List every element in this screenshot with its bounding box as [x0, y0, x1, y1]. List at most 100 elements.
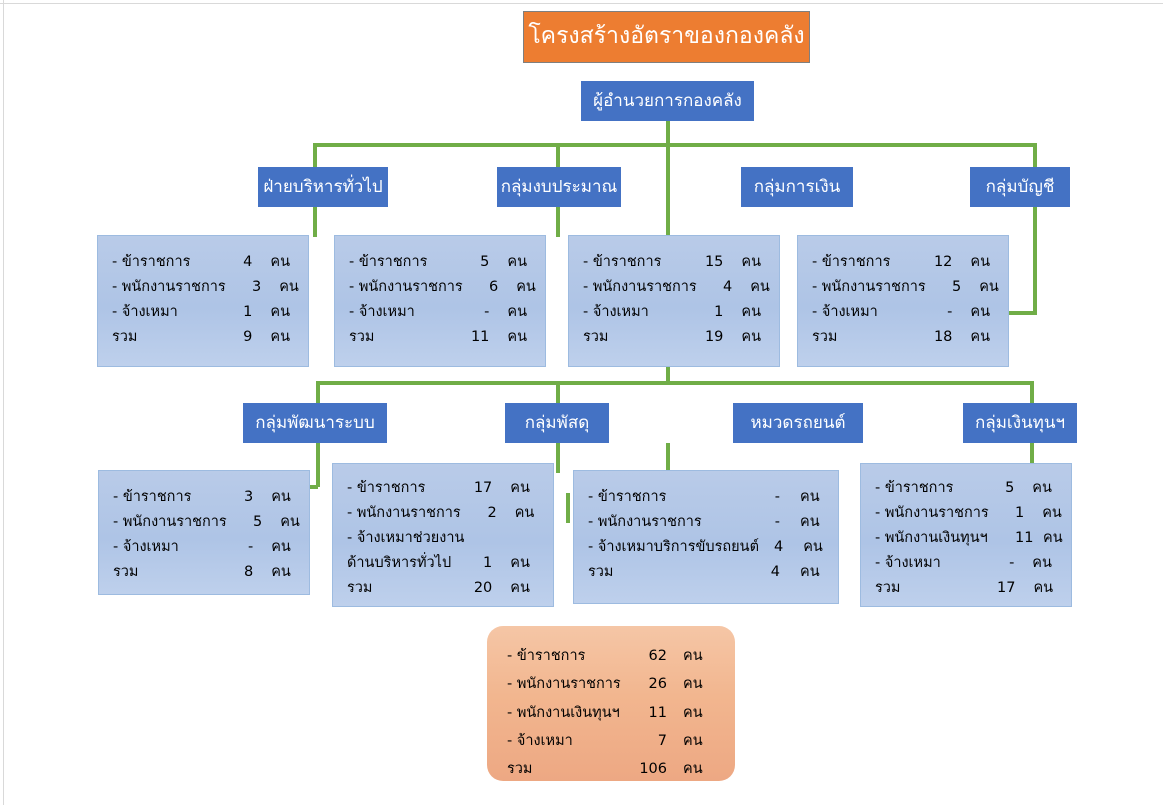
node-finance-group-label: กลุ่มการเงิน	[753, 176, 841, 197]
data-value: 19	[704, 328, 724, 345]
data-unit: คน	[270, 254, 291, 270]
data-value: 11	[1015, 529, 1034, 546]
node-general-admin-label: ฝ่ายบริหารทั่วไป	[263, 176, 383, 197]
data-row-total: รวม 18 คน	[812, 325, 994, 350]
data-unit: คน	[516, 278, 536, 295]
node-vehicle-section[interactable]: หมวดรถยนต์	[733, 403, 863, 443]
connector-dept1-to-data	[313, 207, 317, 237]
page-edge-left	[3, 0, 4, 805]
summary-row-total: รวม 106 คน	[507, 755, 715, 783]
summary-row: - ข้าราชการ 62 คน	[507, 642, 715, 670]
data-unit: คน	[510, 554, 530, 571]
data-row-total: รวม 4 คน	[588, 560, 824, 585]
data-label: ด้านบริหารทั่วไป	[347, 554, 452, 571]
data-unit: คน	[270, 328, 291, 345]
data-value: 20	[473, 579, 493, 596]
chart-title: โครงสร้างอัตราของกองคลัง	[523, 11, 810, 63]
data-box-general-admin: - ข้าราชการ 4 คน - พนักงานราชการ 3 คน - …	[97, 235, 309, 367]
data-box-system-development-group: - ข้าราชการ 3 คน - พนักงานราชการ 5 คน - …	[98, 470, 310, 595]
data-label: รวม	[347, 579, 373, 596]
summary-unit: คน	[683, 676, 703, 693]
data-label: - พนักงานราชการ	[812, 278, 926, 295]
node-system-development-group-label: กลุ่มพัฒนาระบบ	[255, 412, 375, 433]
data-box-finance-group: - ข้าราชการ 15 คน - พนักงานราชการ 4 คน -…	[568, 235, 780, 367]
data-row: - พนักงานราชการ 6 คน	[349, 275, 536, 300]
data-row: - พนักงานราชการ 2 คน	[347, 501, 539, 526]
data-label: - ข้าราชการ	[113, 489, 192, 505]
connector-dept7-stub	[566, 493, 570, 523]
data-label: - พนักงานราชการ	[588, 513, 702, 530]
data-unit: คน	[510, 480, 530, 496]
data-label: - ข้าราชการ	[112, 254, 191, 270]
data-label: - จ้างเหมา	[812, 303, 878, 320]
data-label: รวม	[812, 328, 838, 345]
connector-drop-dept6	[556, 381, 560, 405]
data-label: รวม	[112, 328, 138, 345]
summary-unit: คน	[683, 648, 703, 664]
data-row: - พนักงานราชการ 5 คน	[113, 510, 300, 535]
summary-unit: คน	[683, 704, 703, 721]
summary-label: รวม	[507, 761, 533, 778]
data-label: - จ้างเหมา	[875, 554, 941, 571]
data-row: - ข้าราชการ - คน	[588, 485, 824, 510]
connector-drop-dept4	[1033, 143, 1037, 167]
summary-box: - ข้าราชการ 62 คน - พนักงานราชการ 26 คน …	[487, 626, 735, 781]
data-label: รวม	[588, 563, 614, 580]
connector-dept4-data-join	[1005, 311, 1037, 315]
data-unit: คน	[1043, 529, 1063, 546]
node-system-development-group[interactable]: กลุ่มพัฒนาระบบ	[243, 403, 387, 443]
connector-drop-dept8	[1030, 381, 1034, 405]
node-director[interactable]: ผู้อำนวยการกองคลัง	[581, 81, 754, 121]
data-row: - ข้าราชการ 17 คน	[347, 476, 539, 501]
data-value: 18	[933, 328, 953, 345]
data-label: - ข้าราชการ	[875, 480, 954, 496]
data-value: -	[1009, 554, 1015, 571]
connector-drop-dept2	[556, 143, 560, 167]
data-value: 9	[243, 328, 253, 345]
data-unit: คน	[271, 563, 291, 580]
node-budget-group-label: กลุ่มงบประมาณ	[500, 176, 618, 197]
summary-value: 106	[639, 761, 667, 778]
data-row-total: รวม 11 คน	[349, 325, 531, 350]
node-finance-group[interactable]: กลุ่มการเงิน	[741, 167, 853, 207]
node-revolving-fund-group[interactable]: กลุ่มเงินทุนฯ	[963, 403, 1077, 443]
data-row-total: รวม 19 คน	[583, 325, 765, 350]
data-value: 1	[243, 303, 253, 320]
data-label: - พนักงานราชการ	[349, 278, 463, 295]
data-unit: คน	[280, 513, 300, 530]
summary-label: - ข้าราชการ	[507, 648, 586, 664]
data-value: 4	[243, 254, 253, 270]
node-accounting-group[interactable]: กลุ่มบัญชี	[970, 167, 1070, 207]
data-unit: คน	[741, 254, 762, 270]
data-label: - พนักงานราชการ	[113, 513, 227, 530]
data-unit: คน	[279, 278, 299, 295]
data-value: 4	[723, 278, 733, 295]
node-director-label: ผู้อำนวยการกองคลัง	[593, 90, 742, 111]
connector-drop-dept1	[313, 143, 317, 167]
data-value: 17	[473, 480, 493, 496]
node-supplies-group[interactable]: กลุ่มพัสดุ	[505, 403, 609, 443]
data-row: - ข้าราชการ 12 คน	[812, 250, 994, 275]
data-row-total: รวม 20 คน	[347, 576, 539, 601]
summary-value: 62	[648, 648, 667, 664]
data-unit: คน	[800, 513, 820, 530]
data-unit: คน	[510, 579, 530, 596]
connector-drop-dept5	[316, 381, 320, 405]
node-general-admin[interactable]: ฝ่ายบริหารทั่วไป	[258, 167, 388, 207]
data-box-vehicle-section: - ข้าราชการ - คน - พนักงานราชการ - คน - …	[573, 470, 839, 604]
data-value: -	[484, 303, 490, 320]
data-label: - ข้าราชการ	[812, 254, 891, 270]
summary-label: - พนักงานเงินทุนฯ	[507, 704, 620, 721]
data-unit: คน	[271, 538, 291, 555]
data-value: 3	[252, 278, 262, 295]
data-unit: คน	[741, 303, 762, 320]
data-value: -	[774, 489, 780, 505]
chart-title-text: โครงสร้างอัตราของกองคลัง	[528, 23, 805, 50]
data-unit: คน	[1032, 554, 1052, 571]
connector-dept4-to-data	[1033, 207, 1037, 313]
data-unit: คน	[970, 328, 991, 345]
data-box-budget-group: - ข้าราชการ 5 คน - พนักงานราชการ 6 คน - …	[334, 235, 546, 367]
node-budget-group[interactable]: กลุ่มงบประมาณ	[497, 167, 621, 207]
data-value: -	[247, 538, 254, 555]
data-row: - ข้าราชการ 4 คน	[112, 250, 294, 275]
